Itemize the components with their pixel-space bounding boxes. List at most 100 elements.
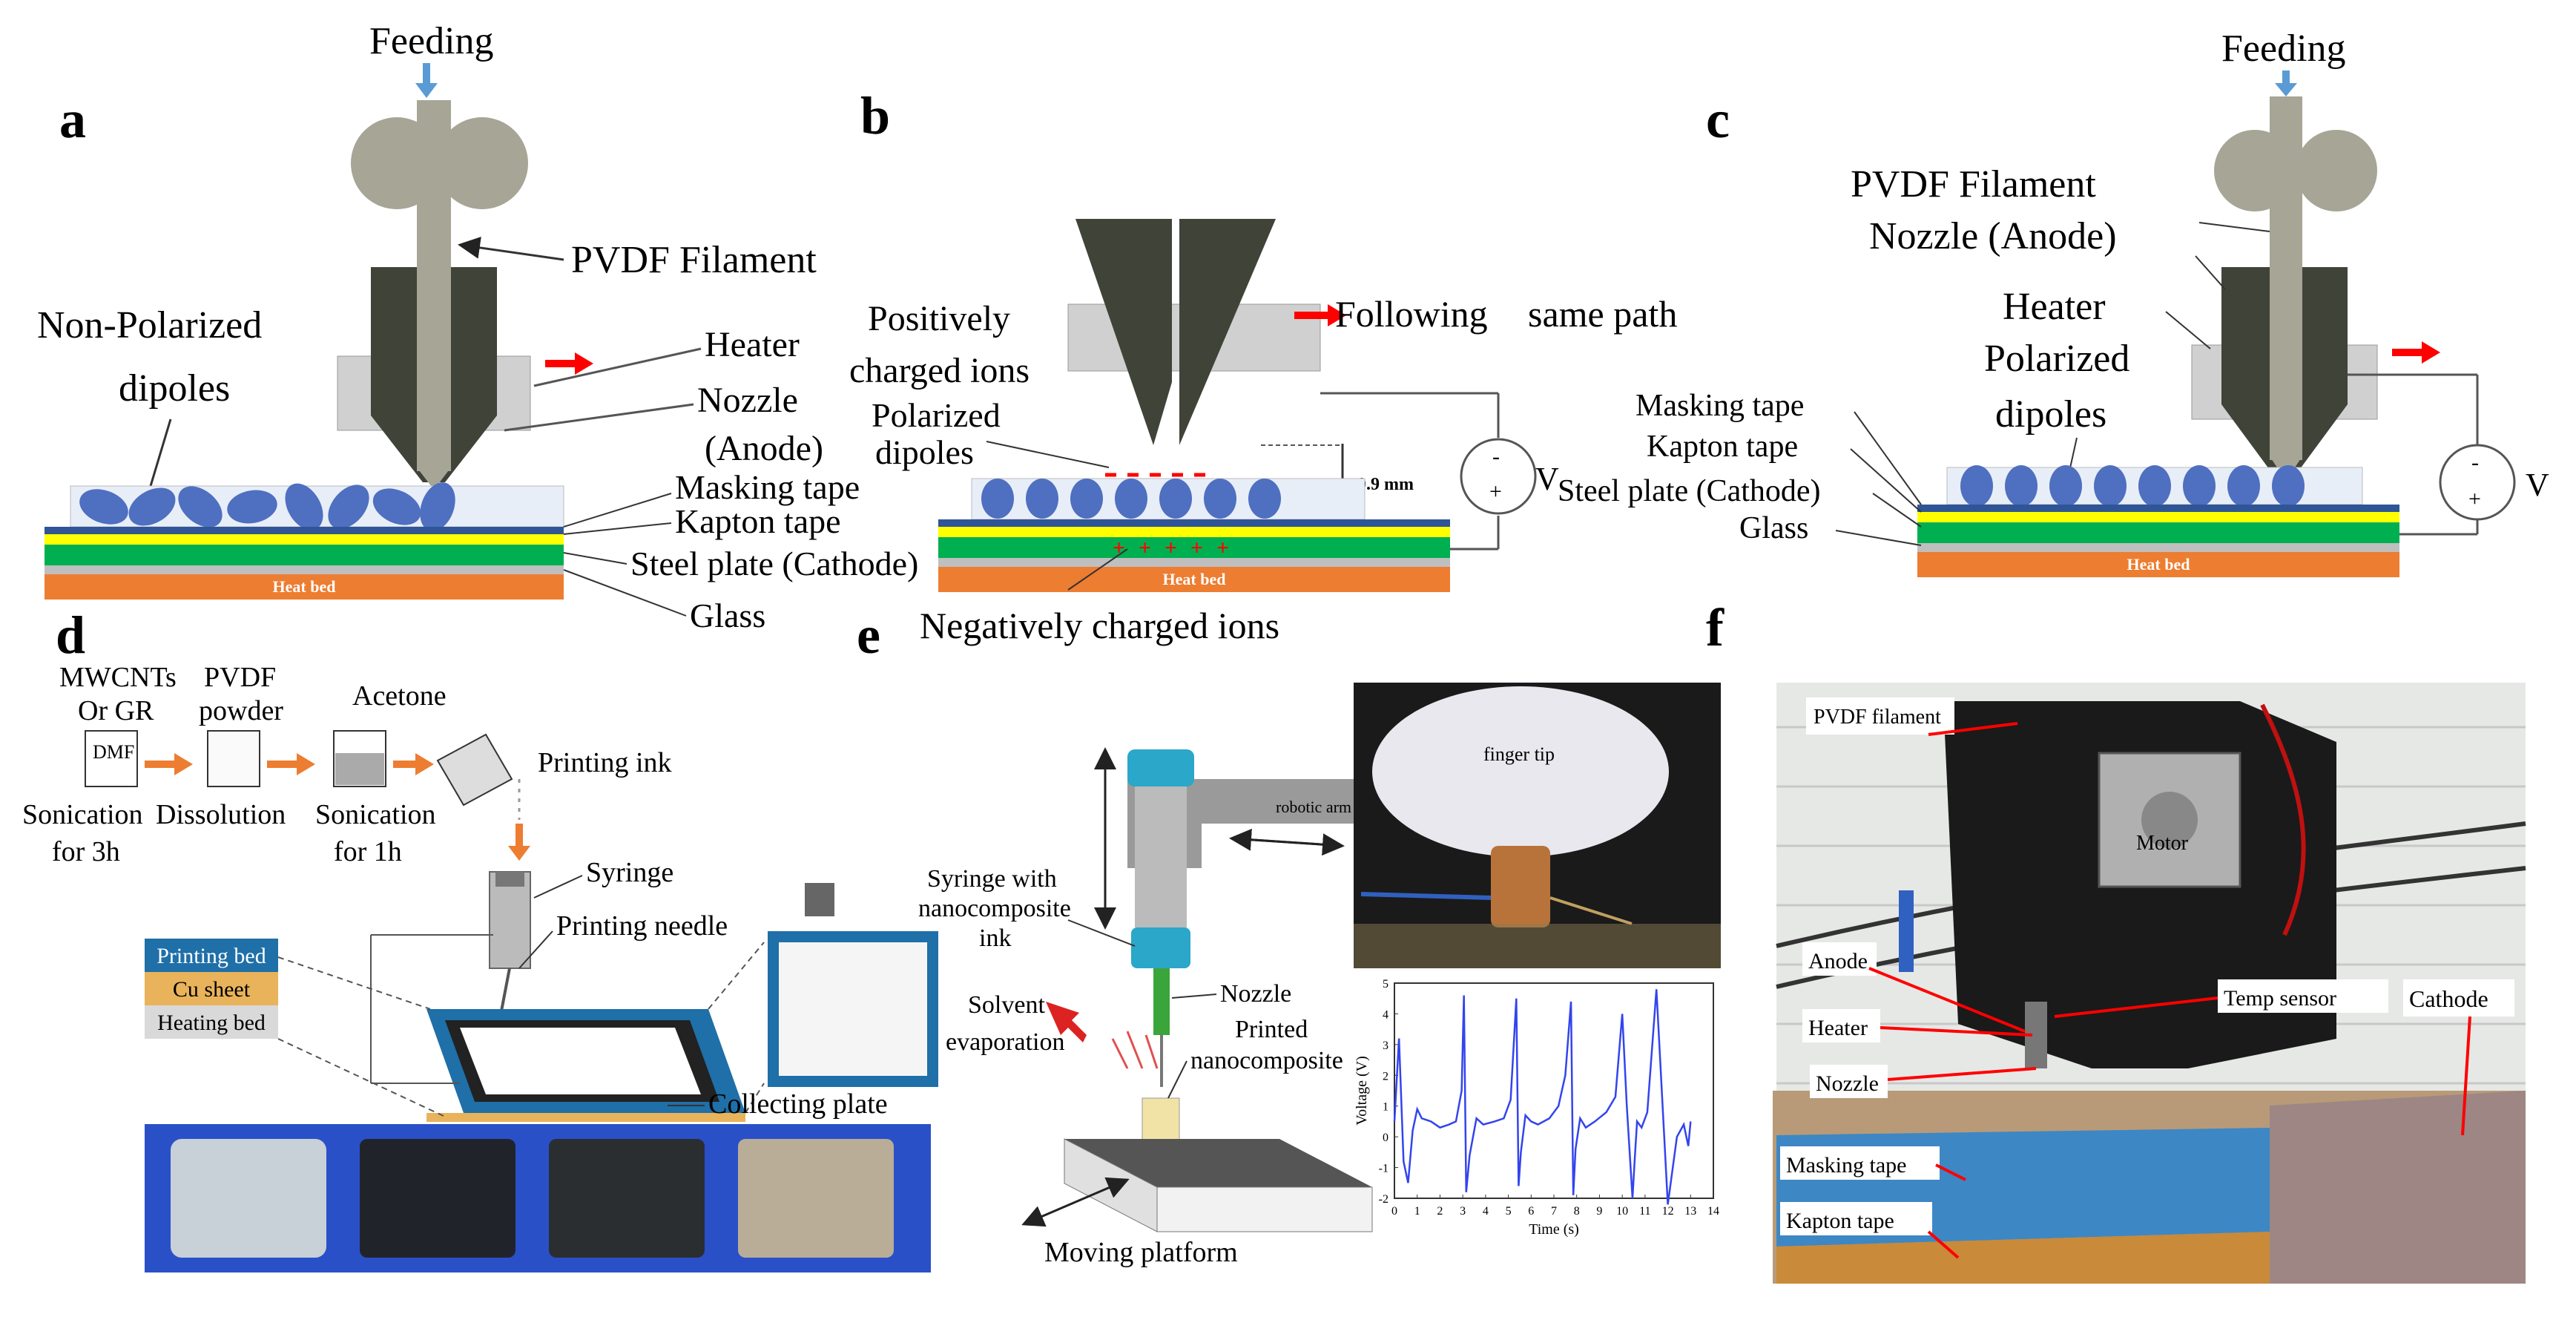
dipole (2049, 465, 2082, 507)
callout-line (708, 942, 765, 1010)
steel-layer (45, 545, 564, 565)
feed-roller-right (436, 117, 528, 209)
steel-pointer (1872, 493, 1922, 528)
heating-bed-label: Heating bed (157, 1011, 266, 1035)
table-surface (1354, 924, 1721, 968)
plot-frame (1394, 982, 1714, 1199)
heater-label: Heater (1808, 1016, 1868, 1040)
dmf-label: DMF (93, 741, 134, 763)
glass-layer (1917, 543, 2399, 552)
dipole (1204, 479, 1236, 519)
kapton-layer (45, 527, 564, 534)
masking-label: Masking tape (675, 468, 860, 506)
heat-bed (938, 567, 1450, 592)
x-tick-label: 0 (1391, 1205, 1397, 1218)
acetone-label: Acetone (352, 680, 447, 712)
wire-blue (1360, 892, 1492, 900)
y-tick-label: 1 (1383, 1101, 1389, 1114)
y-tick-label: 4 (1383, 1008, 1389, 1021)
x-tick-label: 4 (1483, 1205, 1489, 1218)
voltage-source (1460, 438, 1537, 515)
platform-arrow (1021, 1201, 1076, 1227)
steel-label: Steel plate (Cathode) (630, 545, 918, 582)
solvent-label-1: Solvent (968, 991, 1045, 1019)
sample-1 (171, 1139, 326, 1258)
steel-layer (938, 537, 1450, 558)
positive-label-1: Positively (868, 299, 1010, 338)
positive-pointer (986, 441, 1110, 468)
kapton-label: Kapton tape (1786, 1209, 1894, 1233)
panel-letter-b: b (860, 86, 890, 145)
filament-label: PVDF Filament (571, 239, 817, 281)
dipoles-label-1: Non-Polarized (37, 304, 262, 347)
callout-line (745, 1083, 765, 1114)
kapton-pointer (1850, 448, 1922, 513)
polarized-label-2: dipoles (1995, 393, 2106, 436)
masking-label: Masking tape (1635, 389, 1804, 423)
printing-bed-chip (145, 939, 278, 972)
down-arrow (508, 824, 530, 861)
filament-pointer (2198, 222, 2270, 232)
solvent-label-2: evaporation (946, 1028, 1065, 1056)
printed-sample (1142, 1097, 1180, 1143)
callout-line (277, 956, 431, 1010)
dipole (128, 487, 176, 526)
syringe-label-3: ink (979, 924, 1011, 952)
evaporation-arrow (1046, 1002, 1087, 1042)
printed-label-2: nanocomposite (1190, 1047, 1343, 1074)
sample-4 (738, 1139, 894, 1258)
kapton-label: Kapton tape (1647, 430, 1798, 464)
steel-pointer (563, 552, 627, 565)
anode-label: Anode (1808, 949, 1868, 973)
needle-pointer (518, 930, 553, 969)
dipole (2227, 465, 2260, 507)
syringe (489, 871, 531, 969)
y-tick-label: 5 (1383, 978, 1389, 991)
sensor-cylinder (1491, 846, 1550, 927)
cathode-label-bg (2403, 979, 2514, 1017)
nozzle-pointer (2195, 255, 2226, 290)
dipole (285, 483, 323, 531)
voltage-source (2439, 444, 2516, 521)
inset-printed-grid (779, 942, 927, 1076)
filament-tip (417, 467, 451, 490)
masking-pointer (1935, 1163, 1966, 1181)
dipole (2005, 465, 2038, 507)
kapton-pointer (1927, 1230, 1960, 1259)
sonication-label-2: for 3h (52, 836, 120, 867)
x-tick-label: 13 (1684, 1205, 1696, 1218)
anode-probe (1899, 890, 1914, 972)
syringe-pointer (533, 875, 583, 899)
filament-label-bg (1806, 697, 1954, 735)
y-tick-label: -1 (1379, 1163, 1389, 1175)
charge: + (1190, 536, 1203, 560)
glass-pointer (1835, 530, 1922, 546)
positive-label-2: charged ions (849, 351, 1030, 390)
dipoles-pointer (147, 418, 172, 494)
negative-label: Negatively charged ions (920, 605, 1279, 646)
filament-pointer (1928, 722, 2018, 736)
callout-line (277, 1038, 446, 1117)
yellow-layer (45, 534, 564, 545)
nozzle-label-bg (1810, 1065, 1888, 1098)
dipole (2183, 465, 2216, 507)
x-tick-label: 7 (1551, 1205, 1557, 1218)
mwcnt-label-1: MWCNTs (59, 662, 177, 693)
polarized-dipoles (981, 479, 1281, 519)
syringe-tip (1131, 927, 1190, 968)
cathode-label: Cathode (2409, 985, 2488, 1012)
sonication2-label-1: Sonication (315, 799, 436, 830)
y-tick-label: 2 (1383, 1070, 1389, 1083)
motor-label: Motor (2136, 832, 2189, 855)
x-tick-label: 1 (1414, 1205, 1420, 1218)
filament-pointer (458, 236, 564, 261)
x-tick-label: 2 (1437, 1205, 1443, 1218)
cu-edge (426, 1113, 745, 1122)
dipole (1159, 479, 1192, 519)
dipole (227, 490, 277, 524)
platform-front (1156, 1186, 1373, 1232)
nozzle (1153, 968, 1170, 1035)
x-tick-label: 10 (1616, 1205, 1628, 1218)
voltage-label: V (2526, 467, 2549, 503)
heater-pointer (1880, 1026, 2033, 1037)
